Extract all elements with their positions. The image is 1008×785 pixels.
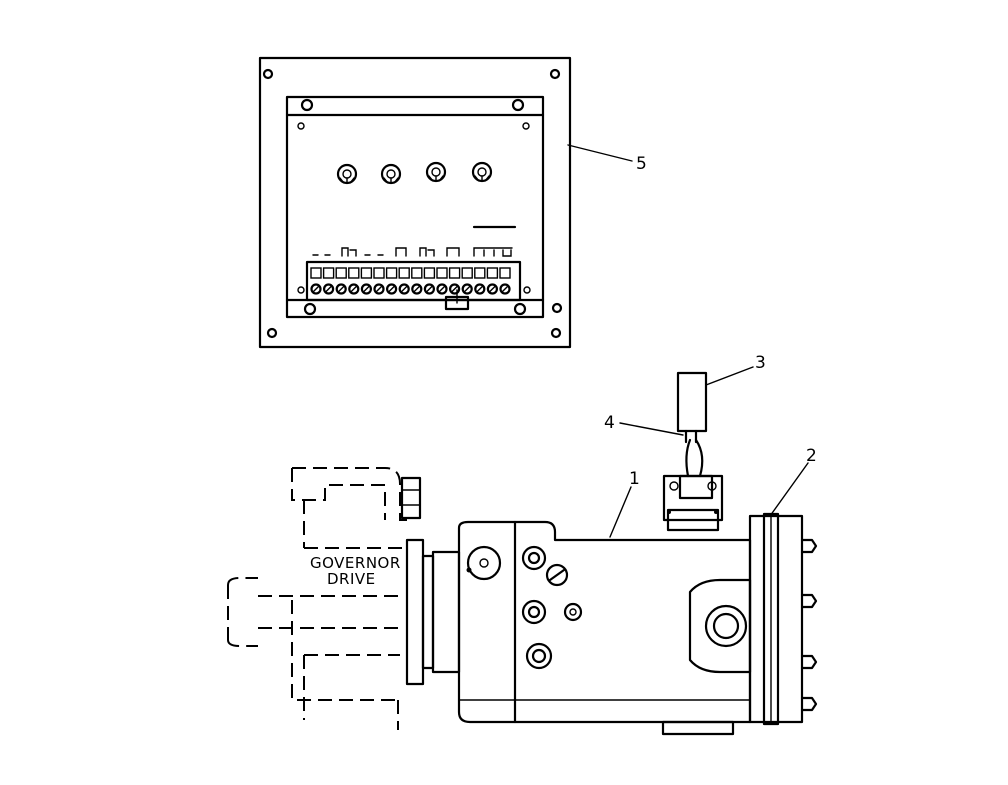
terminal-screw xyxy=(411,267,423,295)
control-box-outer-plate xyxy=(258,56,572,349)
plate-mounting-holes xyxy=(262,68,563,339)
drive-flange xyxy=(405,538,425,686)
output-shaft xyxy=(704,604,748,648)
panel-screws xyxy=(297,98,531,316)
callout-5: 5 xyxy=(636,154,647,174)
governor-drive-housing: GOVERNOR DRIVE xyxy=(227,467,422,730)
control-box-inner-panel xyxy=(285,95,545,319)
terminal-screw xyxy=(373,267,385,295)
callout-3: 3 xyxy=(755,353,766,373)
actuator-connector xyxy=(662,474,724,532)
resistor xyxy=(676,371,708,433)
terminal-screw xyxy=(436,267,448,295)
callout-leaders xyxy=(567,144,809,538)
end-cover-bolts xyxy=(800,538,818,712)
governor-drive-label-line2: DRIVE xyxy=(327,570,376,588)
terminal-screw xyxy=(335,267,347,295)
governor-drive-label-line1: GOVERNOR xyxy=(310,554,401,572)
end-cover xyxy=(748,514,804,724)
terminal-strip xyxy=(305,260,522,311)
terminal-screw xyxy=(461,267,473,295)
actuator xyxy=(405,438,818,736)
terminal-screw xyxy=(499,267,511,295)
control-box xyxy=(258,56,572,349)
terminal-screw xyxy=(448,267,461,295)
terminal-screw xyxy=(322,267,335,295)
terminal-screw xyxy=(310,267,322,295)
speed-setting-dial xyxy=(466,545,502,581)
actuator-main-body xyxy=(457,520,752,724)
terminal-screw xyxy=(348,267,360,295)
terminal-screw xyxy=(385,267,398,295)
body-plugs xyxy=(521,545,583,670)
callout-4: 4 xyxy=(604,413,615,433)
adjustment-potentiometers xyxy=(336,161,493,185)
terminal-screw xyxy=(486,267,499,295)
terminal-screw xyxy=(398,267,410,295)
terminal-screw xyxy=(474,267,486,295)
jumper-marks xyxy=(312,247,513,257)
terminal-screw xyxy=(423,267,436,295)
output-shaft-boss xyxy=(688,578,752,674)
terminal-screw xyxy=(360,267,373,295)
callout-1: 1 xyxy=(629,469,640,489)
callout-2: 2 xyxy=(806,446,817,466)
